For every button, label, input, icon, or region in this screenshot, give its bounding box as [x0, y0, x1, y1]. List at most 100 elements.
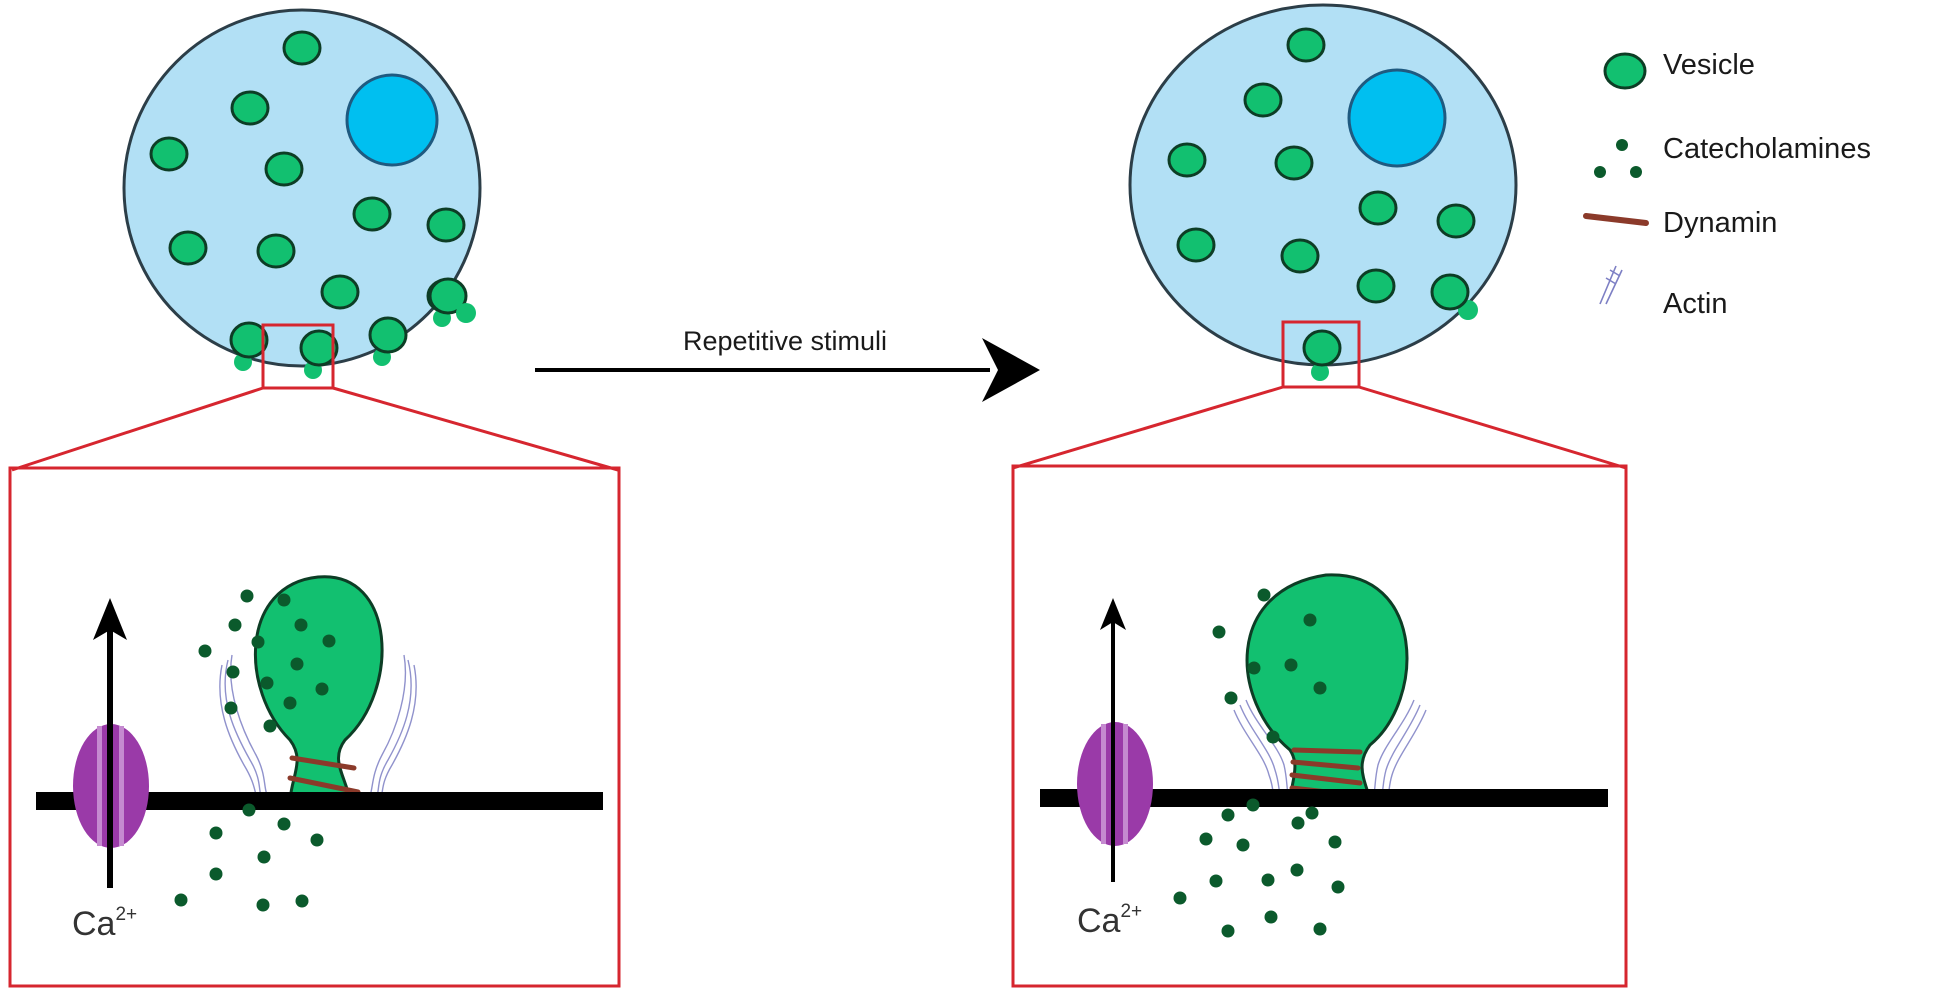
vesicle-fusion-pore [456, 303, 476, 323]
inset-before: Ca2+ [36, 575, 603, 943]
vesicle [1286, 27, 1326, 63]
zoom-connector [11, 386, 264, 472]
legend-item-catecholamines: Catecholamines [1594, 133, 1871, 178]
legend-item-actin: Actin [1599, 265, 1727, 320]
vesicle [352, 196, 392, 232]
vesicle-fusion-pore [1311, 363, 1329, 381]
catecholamines-released [1173, 798, 1345, 938]
catecholamines-inside [1212, 588, 1327, 744]
catecholamine [295, 894, 309, 908]
plasma-membrane [1040, 789, 1608, 807]
catecholamine [251, 635, 265, 649]
catecholamine [1199, 832, 1213, 846]
fusing-vesicle [368, 316, 408, 354]
vesicle [1243, 82, 1283, 118]
catecholamine [209, 867, 223, 881]
catecholamine [290, 657, 304, 671]
catecholamine [1284, 658, 1298, 672]
catecholamine [263, 719, 277, 733]
vesicle [149, 136, 189, 172]
calcium-label: Ca2+ [1077, 901, 1142, 940]
inset-box [8, 466, 621, 988]
catecholamine [260, 676, 274, 690]
panel-before: Ca2+ [8, 8, 621, 988]
zoom-connector [1012, 385, 1284, 470]
catecholamine [240, 589, 254, 603]
transition-label: Repetitive stimuli [683, 326, 887, 356]
calcium-influx-arrow [93, 598, 127, 888]
nucleus [345, 73, 439, 167]
vesicle [426, 207, 466, 243]
catecholamine [1266, 730, 1280, 744]
nucleus [1347, 68, 1447, 168]
vesicle [1436, 203, 1476, 239]
catecholamine [315, 682, 329, 696]
plasma-membrane [36, 792, 603, 810]
catecholamine [242, 803, 256, 817]
vesicle [168, 230, 208, 266]
catecholamine [226, 665, 240, 679]
catecholamine [1246, 798, 1260, 812]
fusing-vesicle [1302, 329, 1342, 367]
legend-label: Catecholamines [1663, 133, 1871, 165]
catecholamine [1224, 691, 1238, 705]
panel-after: Ca2+ [1011, 3, 1628, 988]
transition-arrow: Repetitive stimuli [535, 326, 1040, 402]
cell-vesicles [149, 30, 476, 379]
vesicle [256, 233, 296, 269]
vesicle [1356, 268, 1396, 304]
catecholamine [1247, 661, 1261, 675]
vesicle [230, 90, 270, 126]
fusing-vesicle [229, 321, 269, 359]
catecholamine [1209, 874, 1223, 888]
legend-label: Vesicle [1663, 49, 1755, 81]
catecholamine [1221, 808, 1235, 822]
fusing-vesicle [428, 277, 468, 315]
vesicle [320, 274, 360, 310]
vesicle [264, 151, 304, 187]
catecholamine [209, 826, 223, 840]
catecholamine [228, 618, 242, 632]
catecholamine [283, 696, 297, 710]
catecholamine [1313, 922, 1327, 936]
catecholamine [277, 593, 291, 607]
legend: Vesicle Catecholamines Dynamin Actin [1583, 49, 1871, 320]
catecholamine [322, 634, 336, 648]
vesicle [1358, 190, 1398, 226]
inset-box [1011, 464, 1628, 988]
catecholamines-released [174, 803, 324, 912]
vesicle [1280, 238, 1320, 274]
catecholamine [1257, 588, 1271, 602]
catecholamine [310, 833, 324, 847]
cell-after [1128, 3, 1518, 381]
fusing-vesicle [299, 329, 339, 367]
zoom-region-box [261, 323, 335, 390]
legend-label: Actin [1663, 288, 1727, 320]
dynamin-line-icon [1583, 213, 1649, 226]
actin-filaments [219, 654, 417, 801]
catecholamine [1261, 873, 1275, 887]
catecholamine [198, 644, 212, 658]
inset-after: Ca2+ [1040, 573, 1608, 940]
fusing-vesicle [1245, 573, 1409, 802]
catecholamine [1236, 838, 1250, 852]
actin-filament-icon [1599, 265, 1623, 305]
catecholamine [1264, 910, 1278, 924]
vesicle [1167, 142, 1207, 178]
dynamin-rings [287, 755, 361, 795]
vesicle [1176, 227, 1216, 263]
vesicle-icon [1603, 52, 1647, 90]
catecholamine [1305, 806, 1319, 820]
catecholamine [224, 701, 238, 715]
catecholamine [1221, 924, 1235, 938]
catecholamine [277, 817, 291, 831]
catecholamine [1291, 816, 1305, 830]
zoom-region-box [1281, 320, 1361, 389]
calcium-influx-arrow [1100, 598, 1126, 882]
catecholamine [256, 898, 270, 912]
catecholamine [1328, 835, 1342, 849]
catecholamine [1303, 613, 1317, 627]
vesicle [1274, 145, 1314, 181]
catecholamine [1173, 891, 1187, 905]
